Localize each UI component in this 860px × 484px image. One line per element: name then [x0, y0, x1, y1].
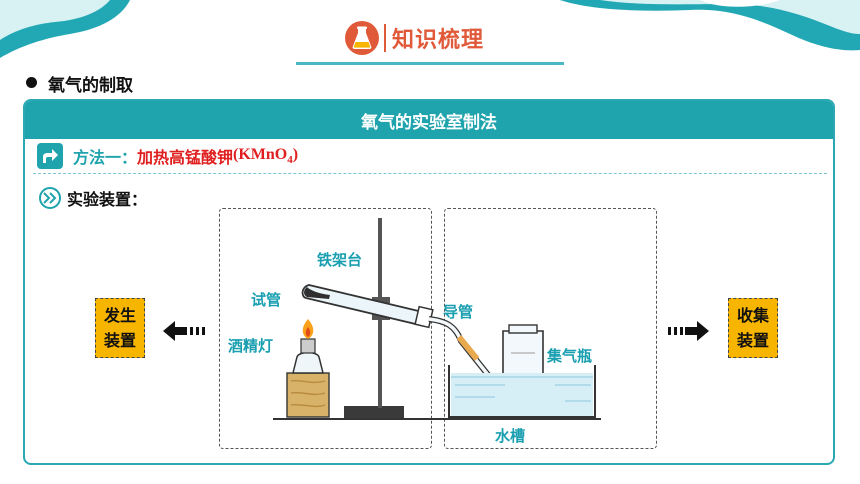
bullet-icon [26, 77, 37, 88]
alcohol-lamp-drawing [286, 319, 330, 418]
method-label: 方法一： [73, 148, 138, 167]
method-row: 方法一： 加热高锰酸钾 (KMnO4) [37, 141, 298, 171]
left-arrow-icon [163, 321, 205, 341]
method-name: 加热高锰酸钾 [137, 148, 234, 167]
dotted-divider [33, 173, 827, 174]
iron-stand-label: 铁架台 [317, 251, 363, 269]
title-underline [296, 62, 564, 65]
header-banner [0, 0, 860, 58]
test-tube-label: 试管 [251, 291, 282, 309]
formula-suffix: ) [292, 145, 299, 163]
generator-box [219, 208, 432, 449]
water-trough-drawing [448, 365, 596, 418]
collector-box [444, 208, 657, 449]
alcohol-lamp-label: 酒精灯 [228, 337, 274, 355]
section-heading: 氧气的制取 [48, 76, 133, 96]
share-arrow-icon [37, 143, 63, 169]
gas-bottle-label: 集气瓶 [547, 347, 593, 365]
collector-label-line2: 装置 [736, 331, 769, 350]
title-divider [384, 24, 386, 52]
double-chevron-icon [39, 187, 61, 209]
generator-label: 发生 装置 [95, 298, 145, 358]
card-header: 氧气的实验室制法 [25, 101, 833, 139]
page-title: 知识梳理 [344, 18, 484, 58]
title-text: 知识梳理 [392, 28, 485, 53]
right-arrow-icon [668, 321, 709, 341]
main-card: 氧气的实验室制法 方法一： 加热高锰酸钾 (KMnO4) 实验装置： [23, 99, 835, 465]
generator-label-line1: 发生 [103, 306, 136, 325]
apparatus-label: 实验装置： [67, 190, 148, 209]
apparatus-diagram [163, 218, 709, 420]
formula-subscript: 4 [287, 154, 293, 167]
apparatus-row: 实验装置： [39, 185, 147, 211]
generator-label-line2: 装置 [103, 331, 136, 350]
collector-label-line1: 收集 [736, 306, 769, 325]
method-formula: (KMnO4) [233, 146, 298, 166]
flask-icon [345, 21, 379, 55]
test-tube-drawing [301, 284, 434, 329]
delivery-tube-label: 导管 [443, 303, 474, 321]
water-trough-label: 水槽 [495, 427, 526, 445]
collector-label: 收集 装置 [728, 298, 778, 358]
formula-prefix: (KMnO [233, 145, 288, 163]
